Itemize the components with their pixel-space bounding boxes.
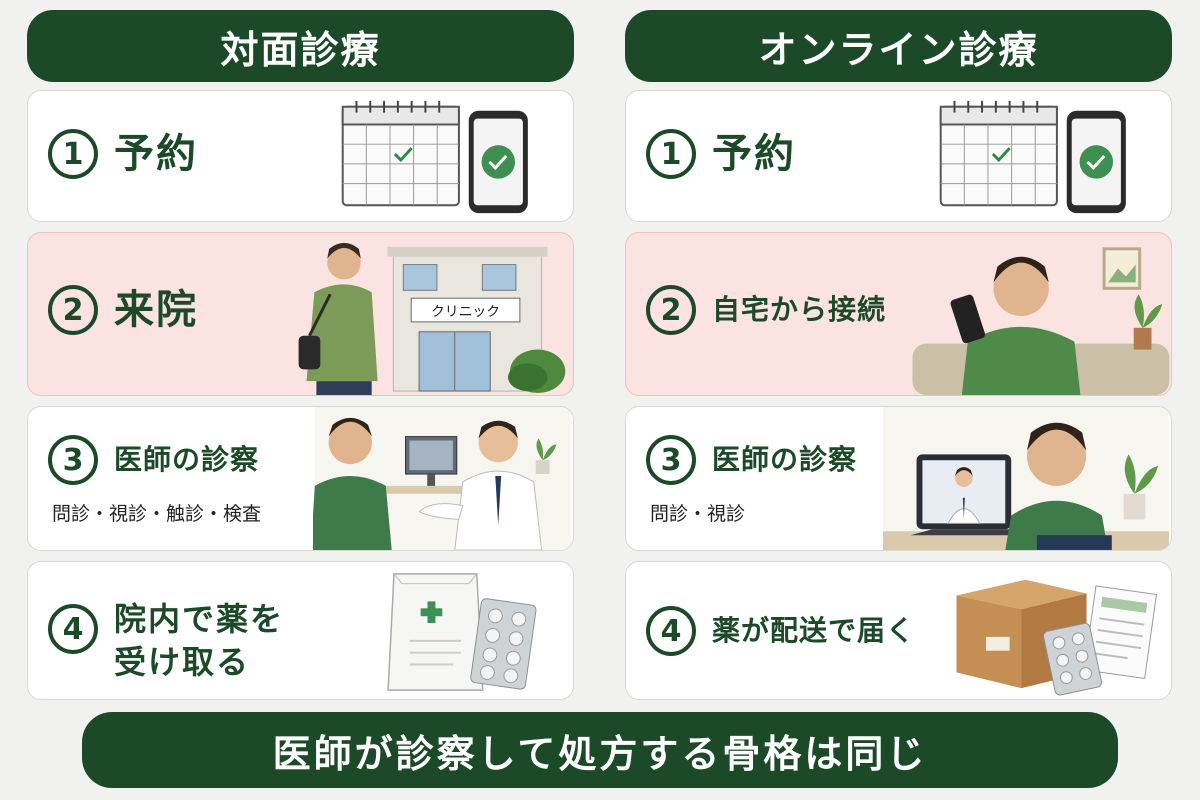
online-column: オンライン診療 1 予約 (625, 10, 1172, 700)
step-number: 1 (646, 129, 696, 179)
plant-icon (508, 349, 566, 394)
step-number: 3 (48, 435, 98, 485)
step-number: 1 (48, 129, 98, 179)
smartphone-icon (1066, 110, 1126, 214)
doctor-icon (418, 420, 543, 550)
doctor-consultation-illustration (313, 407, 572, 550)
online-step-reservation: 1 予約 (625, 90, 1172, 222)
prescription-icon (1083, 585, 1158, 679)
patient-icon (961, 256, 1081, 395)
step-label: 薬が配送で届く (712, 614, 916, 648)
home-connect-illustration (912, 247, 1170, 395)
step-number: 4 (48, 604, 98, 654)
patient-icon (298, 242, 378, 395)
plant-icon (1123, 454, 1159, 520)
step-label: 予約 (712, 131, 796, 177)
calendar-phone-illustration (939, 100, 1126, 214)
in-person-column: 対面診療 1 予約 (27, 10, 574, 700)
online-step-examination: 3 医師の診察 問診・視診 (625, 406, 1172, 551)
calendar-phone-illustration (341, 100, 528, 214)
medicine-bag-icon (387, 573, 484, 691)
in-person-step-reservation: 1 予約 (27, 90, 574, 222)
check-icon (991, 147, 1011, 163)
step-label: 自宅から接続 (712, 293, 887, 327)
plant-icon (1133, 294, 1163, 350)
in-person-title: 対面診療 (27, 10, 574, 82)
step-number: 4 (646, 606, 696, 656)
step-subtext: 問診・視診・触診・検査 (52, 503, 262, 525)
online-step-medicine-delivery: 4 薬が配送で届く (625, 561, 1172, 700)
patient-icon (313, 417, 392, 550)
in-person-step-visit: 2 来院 クリニック (27, 232, 574, 396)
patient-icon (1005, 422, 1112, 550)
in-person-step-examination: 3 医師の診察 問診・視診・触診・検査 (27, 406, 574, 551)
step-label: 医師の診察 (114, 443, 260, 477)
delivery-illustration (956, 579, 1158, 696)
calendar-icon (341, 100, 460, 207)
doctor-icon (947, 467, 981, 524)
clinic-sign: クリニック (431, 304, 500, 320)
step-subtext: 問診・視診 (650, 503, 746, 525)
plant-icon (535, 438, 557, 475)
step-label: 院内で薬を 受け取る (114, 600, 285, 682)
step-number: 2 (48, 285, 98, 335)
step-number: 3 (646, 435, 696, 485)
smartphone-icon (950, 294, 986, 344)
step-label: 医師の診察 (712, 443, 858, 477)
pill-pack-icon (1043, 622, 1102, 696)
online-step-home-connect: 2 自宅から接続 (625, 232, 1172, 396)
video-consultation-illustration (883, 407, 1169, 550)
tablet-icon (910, 454, 1039, 536)
step-label: 来院 (114, 287, 198, 333)
check-icon (393, 147, 413, 163)
in-person-step-medicine-pickup: 4 院内で薬を 受け取る (27, 561, 574, 700)
step-number: 2 (646, 285, 696, 335)
calendar-icon (939, 100, 1058, 207)
medicine-illustration (387, 573, 537, 691)
pill-pack-icon (470, 598, 537, 690)
clinic-visit-illustration: クリニック (298, 242, 566, 395)
summary-banner: 医師が診察して処方する骨格は同じ (82, 712, 1118, 788)
smartphone-icon (468, 110, 528, 214)
online-title: オンライン診療 (625, 10, 1172, 82)
step-label: 予約 (114, 131, 198, 177)
computer-monitor-icon (405, 436, 458, 486)
